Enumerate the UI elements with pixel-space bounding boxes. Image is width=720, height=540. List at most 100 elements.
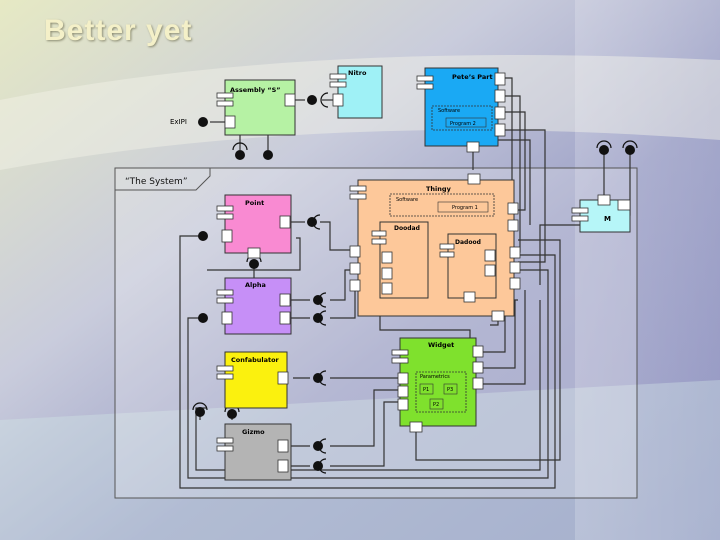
port xyxy=(472,361,484,374)
port xyxy=(472,377,484,390)
port xyxy=(381,282,393,295)
provided-interface-icon xyxy=(195,407,205,417)
port xyxy=(472,345,484,358)
component-label: Alpha xyxy=(245,281,266,289)
port xyxy=(466,141,480,153)
external-port-label: ExIPI xyxy=(170,118,187,126)
component-label: Pete’s Part xyxy=(452,73,493,81)
required-interface-icon xyxy=(318,370,327,386)
component-m[interactable]: M xyxy=(571,194,631,233)
component-assembly-s[interactable]: Assembly “S” ExIPI xyxy=(170,79,296,136)
port xyxy=(397,372,409,385)
port xyxy=(349,279,361,292)
component-petes-part[interactable]: Pete’s Part Software Program 2 xyxy=(416,67,506,153)
port xyxy=(409,421,423,433)
port xyxy=(279,293,291,307)
port xyxy=(397,385,409,398)
port xyxy=(509,261,521,274)
component-label: Thingy xyxy=(426,185,452,193)
provided-interface-icon xyxy=(249,259,259,269)
port xyxy=(284,93,296,107)
parameter-label: P1 xyxy=(423,387,429,393)
required-interface-icon xyxy=(318,458,327,474)
component-label: M xyxy=(604,215,611,223)
software-package xyxy=(389,193,495,217)
component-thingy[interactable]: Thingy Software Program 1 Doodad Dadood xyxy=(349,173,521,322)
interface-markers xyxy=(192,92,638,474)
port xyxy=(221,311,233,325)
program-label: Program 1 xyxy=(452,205,478,211)
parameter-box xyxy=(419,383,434,395)
component-dadood[interactable]: Dadood xyxy=(439,233,497,303)
port xyxy=(224,115,236,129)
required-interface-icon xyxy=(192,402,208,411)
provided-interface-icon xyxy=(313,313,323,323)
component-alpha[interactable]: Alpha xyxy=(216,277,292,335)
provided-interface-icon xyxy=(313,461,323,471)
component-doodad[interactable]: Doodad xyxy=(371,221,429,299)
port xyxy=(597,194,611,206)
system-label: “The System” xyxy=(125,177,188,187)
parameter-label: P2 xyxy=(433,402,439,408)
required-interface-icon xyxy=(596,140,612,149)
component-label: Doodad xyxy=(394,225,420,232)
provided-interface-icon xyxy=(227,409,237,419)
component-confabulator[interactable]: Confabulator xyxy=(216,351,289,409)
provided-interface-icon xyxy=(313,373,323,383)
package-label: Software xyxy=(438,108,460,114)
port xyxy=(463,291,476,303)
component-label: Confabulator xyxy=(231,356,280,364)
port xyxy=(277,459,289,473)
port xyxy=(494,72,506,86)
port xyxy=(349,245,361,258)
parameter-label: P3 xyxy=(447,387,453,393)
program-artifact xyxy=(437,201,489,213)
port xyxy=(494,123,506,137)
port xyxy=(494,106,506,120)
component-label: Nitro xyxy=(348,69,367,77)
required-interface-icon xyxy=(622,140,638,149)
component-nitro[interactable]: Nitro xyxy=(329,65,383,119)
port xyxy=(507,219,519,232)
package-label: Software xyxy=(396,197,418,203)
port xyxy=(617,199,631,211)
provided-interface-icon xyxy=(198,313,208,323)
required-interface-icon xyxy=(320,92,329,108)
port xyxy=(509,277,521,290)
parametrics-package xyxy=(415,371,467,413)
component-point[interactable]: Point xyxy=(216,194,292,259)
provided-interface-icon xyxy=(313,295,323,305)
component-gizmo[interactable]: Gizmo xyxy=(216,423,292,481)
port xyxy=(221,229,233,243)
required-interface-icon xyxy=(232,142,248,151)
port xyxy=(247,247,261,259)
port xyxy=(484,249,496,262)
parameter-box xyxy=(443,383,458,395)
port xyxy=(332,93,344,107)
provided-interface-icon xyxy=(263,150,273,160)
port xyxy=(381,251,393,264)
port xyxy=(467,173,481,185)
provided-interface-icon xyxy=(198,117,208,127)
port xyxy=(507,202,519,215)
provided-interface-icon xyxy=(313,441,323,451)
required-interface-icon xyxy=(312,214,321,230)
port xyxy=(484,264,496,277)
component-widget[interactable]: Widget Parametrics P1 P3 P2 xyxy=(391,337,484,433)
component-label: Assembly “S” xyxy=(230,86,281,94)
port xyxy=(397,398,409,411)
required-interface-icon xyxy=(318,292,327,308)
slide-title: Better yet xyxy=(44,14,193,47)
port xyxy=(277,439,289,453)
port xyxy=(381,267,393,280)
program-artifact xyxy=(445,117,487,128)
port xyxy=(277,371,289,385)
required-interface-icon xyxy=(318,310,327,326)
port xyxy=(279,311,291,325)
package-label: Parametrics xyxy=(420,374,450,380)
component-label: Point xyxy=(245,199,264,207)
component-label: Gizmo xyxy=(242,428,265,436)
provided-interface-icon xyxy=(235,150,245,160)
provided-interface-icon xyxy=(625,145,635,155)
